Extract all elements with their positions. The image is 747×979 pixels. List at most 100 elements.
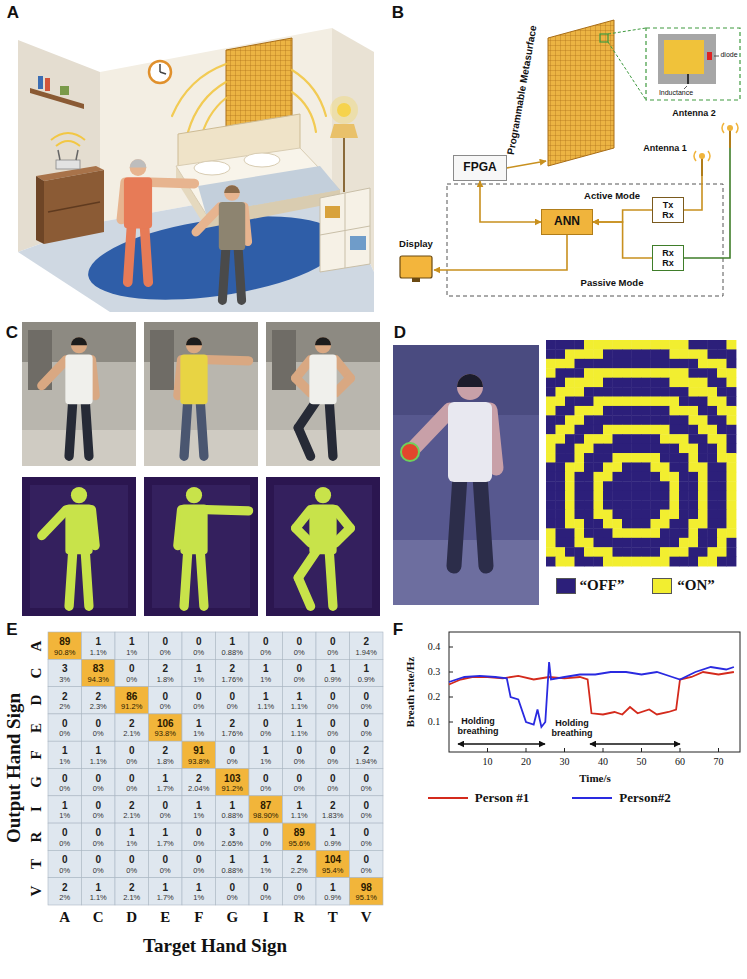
cell-count: 0: [296, 773, 302, 785]
coding-cell: [594, 557, 604, 567]
antenna-arc: [708, 151, 710, 161]
cell-percent: 0%: [93, 839, 104, 848]
coding-cell: [632, 462, 642, 472]
matrix-cell: [249, 687, 283, 714]
coding-cell: [717, 519, 727, 529]
cell-count: 0: [95, 718, 101, 730]
cell-count: 0: [296, 664, 302, 676]
signal-wave: [188, 82, 226, 132]
coding-cell: [660, 557, 670, 567]
coding-cell: [670, 359, 680, 369]
book: [38, 76, 43, 89]
coding-cell: [546, 397, 556, 407]
coding-cell: [660, 378, 670, 388]
coding-cell: [708, 481, 718, 491]
coding-cell: [727, 557, 737, 567]
coding-cell: [698, 387, 708, 397]
cell-percent: 1.94%: [356, 757, 377, 766]
matrix-cell: [115, 823, 149, 850]
matrix-cell: [350, 741, 384, 768]
legend-swatch: [556, 578, 576, 594]
coding-cell: [717, 528, 727, 538]
cell-count: 1: [62, 800, 68, 812]
cell-count: 1: [95, 745, 101, 757]
coding-cell: [660, 397, 670, 407]
cell-percent: 1.1%: [90, 894, 107, 903]
coding-cell: [670, 472, 680, 482]
cell-percent: 0%: [93, 867, 104, 876]
coding-cell: [717, 557, 727, 567]
coding-cell: [594, 481, 604, 491]
matrix-cell: [48, 714, 82, 741]
cell-count: 1: [330, 664, 336, 676]
coding-cell: [622, 349, 632, 359]
cell-percent: 0%: [327, 757, 338, 766]
coding-cell: [594, 491, 604, 501]
coding-cell: [670, 434, 680, 444]
coding-cell: [689, 510, 699, 520]
cell-percent: 0%: [126, 867, 137, 876]
coding-cell: [603, 368, 613, 378]
cell-percent: 1%: [193, 812, 204, 821]
coding-cell: [603, 500, 613, 510]
cell-percent: 1%: [126, 839, 137, 848]
cell-percent: 1.1%: [257, 703, 274, 712]
coding-cell: [603, 472, 613, 482]
coding-cell: [556, 340, 566, 350]
wall-clock: [149, 61, 171, 83]
coding-cell: [584, 444, 594, 454]
limb: [200, 550, 204, 606]
coding-cell: [698, 415, 708, 425]
matrix-cell: [115, 632, 149, 659]
coding-cell: [670, 340, 680, 350]
span-arrow: [590, 743, 680, 744]
cell-count: 1: [129, 827, 135, 839]
matrix-cell: [350, 687, 384, 714]
coding-cell: [689, 340, 699, 350]
cell-count: 0: [229, 745, 235, 757]
torso: [448, 402, 492, 482]
cell-percent: 1%: [260, 675, 271, 684]
coding-cell: [689, 462, 699, 472]
legend-text: “OFF”: [580, 577, 625, 594]
coding-cell: [584, 491, 594, 501]
cell-count: 1: [229, 636, 235, 648]
image-background: [22, 477, 136, 616]
cell-percent: 1%: [193, 730, 204, 739]
coding-cell: [698, 528, 708, 538]
coding-cell: [698, 359, 708, 369]
coding-cell: [632, 387, 642, 397]
coding-cell: [670, 547, 680, 557]
coding-cell: [556, 444, 566, 454]
coding-cell: [594, 528, 604, 538]
coding-cell: [660, 491, 670, 501]
coding-cell: [660, 472, 670, 482]
coding-cell: [698, 453, 708, 463]
coding-cell: [613, 340, 623, 350]
coding-cell: [622, 472, 632, 482]
coding-cell: [717, 397, 727, 407]
tick-label: G: [226, 909, 238, 926]
coding-cell: [689, 519, 699, 529]
tick-label: E: [160, 909, 170, 926]
coding-cell: [632, 425, 642, 435]
legend-text: Person#2: [619, 791, 670, 806]
matrix-cell: [48, 878, 82, 905]
coding-cell: [603, 340, 613, 350]
panel-letter: F: [393, 620, 403, 640]
tick-label: 0.1: [428, 716, 441, 728]
coding-cell: [660, 547, 670, 557]
cell-count: 2: [229, 718, 235, 730]
cell-percent: 0%: [160, 867, 171, 876]
part-name: diode: [720, 51, 737, 59]
coding-cell: [546, 387, 556, 397]
coding-cell: [670, 368, 680, 378]
coding-cell: [641, 547, 651, 557]
cell-percent: 1%: [260, 867, 271, 876]
matrix-cell: [283, 714, 317, 741]
cell-count: 0: [296, 745, 302, 757]
coding-cell: [670, 425, 680, 435]
matrix-cell: [149, 659, 183, 686]
cell-percent: 2.1%: [123, 812, 140, 821]
